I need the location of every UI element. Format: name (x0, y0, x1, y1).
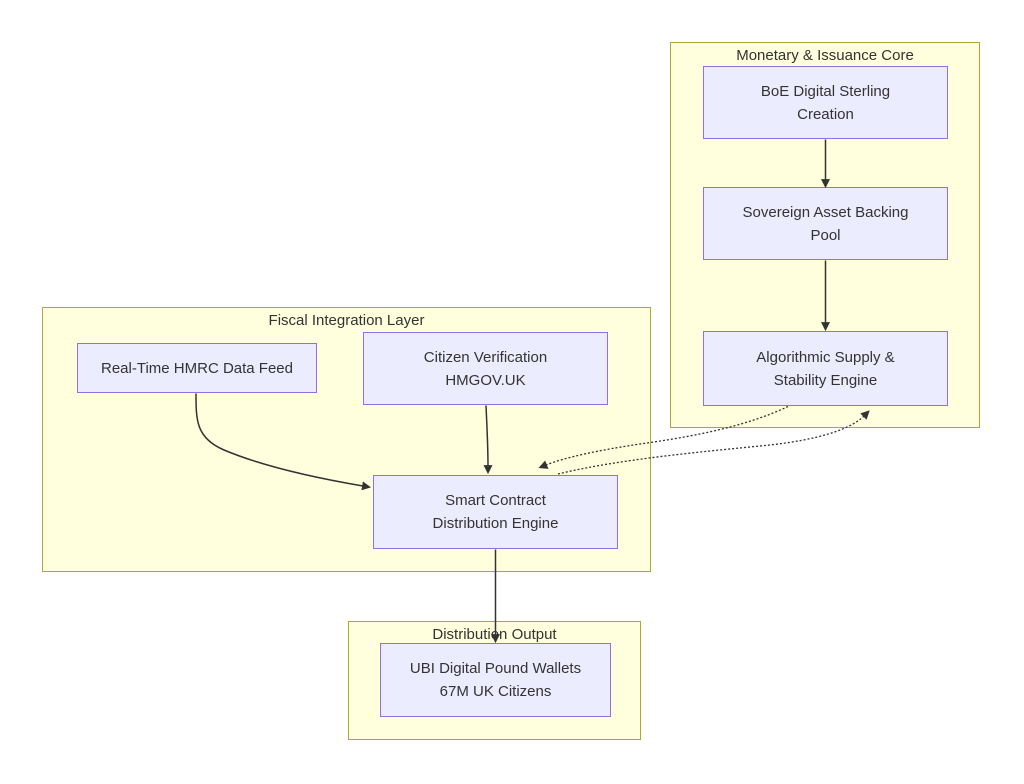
node-real-time-hmrc-data-feed: Real-Time HMRC Data Feed (77, 343, 317, 393)
cluster-label-monetary: Monetary & Issuance Core (736, 47, 914, 64)
node-label-line: Sovereign Asset Backing (742, 203, 909, 221)
node-citizen-verification-hmgov-uk: Citizen Verification HMGOV.UK (363, 332, 608, 405)
node-label-line: Pool (810, 226, 841, 244)
cluster-label-distribution: Distribution Output (432, 626, 557, 643)
node-boe-digital-sterling-creation: BoE Digital Sterling Creation (703, 66, 948, 139)
cluster-label-fiscal: Fiscal Integration Layer (268, 312, 425, 329)
node-label-line: Real-Time HMRC Data Feed (101, 359, 293, 377)
node-label-line: BoE Digital Sterling (760, 82, 891, 100)
node-label-line: Algorithmic Supply & (756, 348, 895, 366)
node-sovereign-asset-backing-pool: Sovereign Asset Backing Pool (703, 187, 948, 260)
node-label-line: Citizen Verification (423, 348, 548, 366)
node-label-line: 67M UK Citizens (439, 683, 552, 700)
node-label-line: Smart Contract (445, 492, 546, 509)
node-label-line: HMGOV.UK (445, 371, 526, 389)
node-label-line: Stability Engine (773, 371, 878, 389)
node-label-line: Distribution Engine (432, 515, 559, 532)
node-label-line: UBI Digital Pound Wallets (409, 660, 582, 677)
node-label-line: Creation (797, 105, 854, 123)
node-ubi-digital-pound-wallets: UBI Digital Pound Wallets 67M UK Citizen… (380, 643, 611, 717)
node-algorithmic-supply-stability-engine: Algorithmic Supply & Stability Engine (703, 331, 948, 406)
node-smart-contract-distribution-engine: Smart Contract Distribution Engine (373, 475, 618, 549)
